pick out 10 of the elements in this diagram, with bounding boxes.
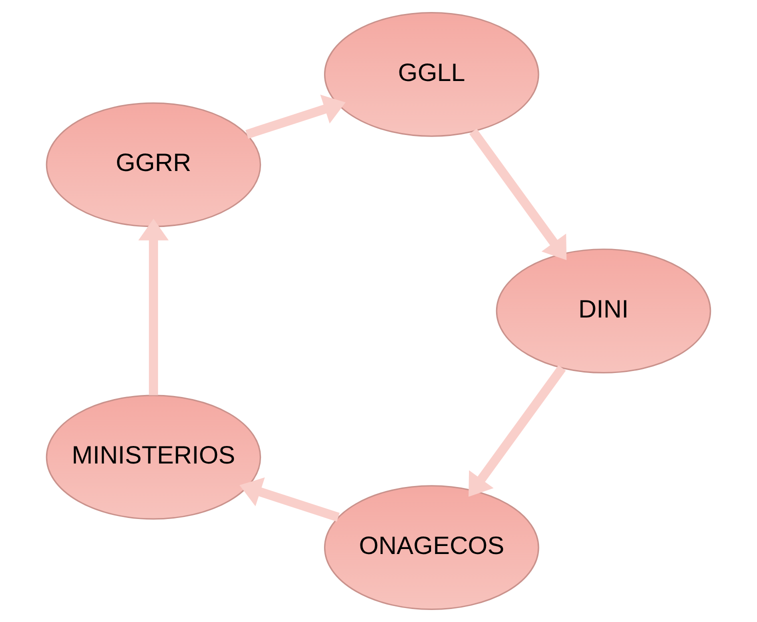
node-ellipse: GGRR [46,102,262,228]
node-ellipse: DINI [496,248,712,374]
arrow [245,94,346,139]
node-ellipse: MINISTERIOS [46,394,262,520]
arrow [240,477,340,522]
arrow [468,365,566,497]
arrow [138,218,169,396]
arrow [469,128,567,260]
node-ellipse: ONAGECOS [324,485,540,610]
node-ellipse: GGLL [324,12,540,137]
